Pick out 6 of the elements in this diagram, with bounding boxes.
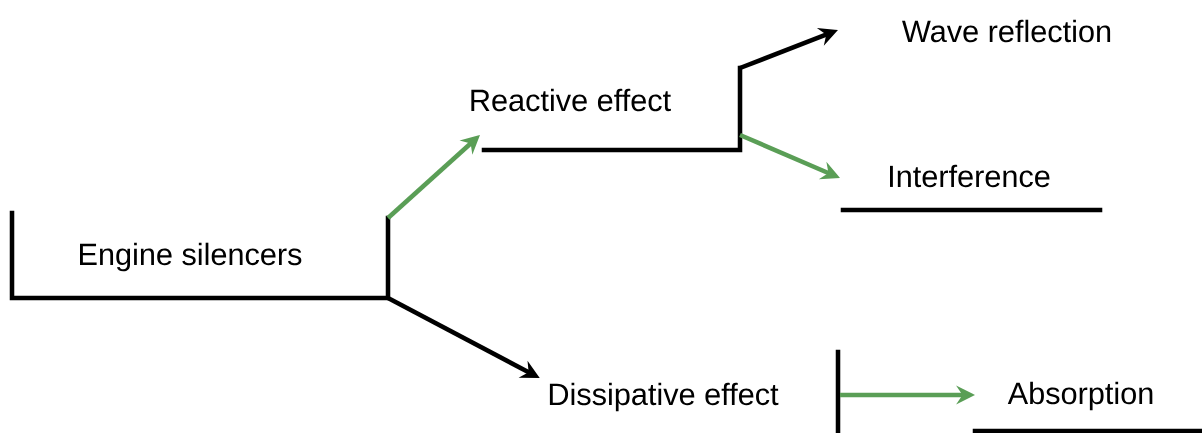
node-label: Reactive effect bbox=[471, 88, 671, 112]
node-label: Engine silencers bbox=[80, 242, 302, 272]
node-label: Wave reflection bbox=[902, 19, 1111, 43]
node-label: Absorption bbox=[1007, 381, 1153, 411]
node-label: Dissipative effect bbox=[549, 382, 779, 412]
node-label: Interference bbox=[890, 164, 1050, 188]
